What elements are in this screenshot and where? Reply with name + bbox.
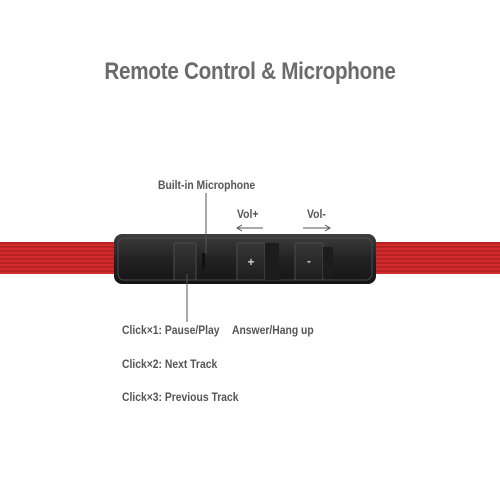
answer-label: Answer/Hang up bbox=[232, 325, 314, 337]
click3-label: Click×3: Previous Track bbox=[122, 392, 239, 404]
page-title: Remote Control & Microphone bbox=[104, 58, 396, 85]
multifunction-button[interactable] bbox=[173, 242, 197, 281]
cable-right bbox=[374, 242, 500, 274]
microphone-hole bbox=[202, 253, 205, 269]
arrow-left-icon bbox=[236, 224, 263, 232]
vol-up-label: Vol+ bbox=[237, 209, 259, 221]
arrow-right-icon bbox=[303, 224, 331, 232]
click1-label: Click×1: Pause/Play bbox=[122, 325, 220, 337]
click2-label: Click×2: Next Track bbox=[122, 359, 218, 371]
minus-sign: - bbox=[307, 254, 311, 268]
vol-down-label: Vol- bbox=[307, 209, 326, 221]
plus-sign: + bbox=[247, 255, 254, 269]
microphone-label: Built-in Microphone bbox=[158, 180, 256, 192]
cable-left bbox=[0, 242, 122, 274]
